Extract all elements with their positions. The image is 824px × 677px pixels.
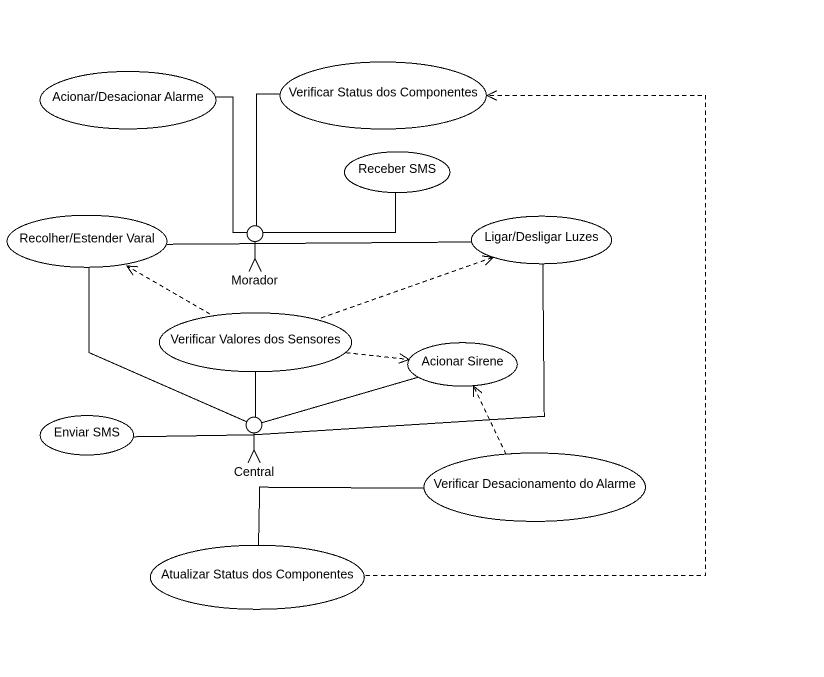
svg-text:Ligar/Desligar Luzes: Ligar/Desligar Luzes [485,230,599,244]
svg-text:Atualizar Status dos Component: Atualizar Status dos Componentes [161,567,353,581]
svg-text:Enviar SMS: Enviar SMS [54,425,120,439]
svg-text:Morador: Morador [231,274,278,288]
svg-text:Verificar Desacionamento do Al: Verificar Desacionamento do Alarme [434,477,636,491]
svg-text:Verificar Status dos Component: Verificar Status dos Componentes [289,86,478,100]
svg-text:Verificar Valores dos Sensores: Verificar Valores dos Sensores [171,332,341,346]
svg-text:Central: Central [234,465,274,479]
svg-text:Recolher/Estender Varal: Recolher/Estender Varal [19,231,154,245]
svg-text:Acionar Sirene: Acionar Sirene [422,354,504,368]
svg-text:Receber SMS: Receber SMS [358,162,436,176]
svg-text:Acionar/Desacionar Alarme: Acionar/Desacionar Alarme [52,90,204,104]
